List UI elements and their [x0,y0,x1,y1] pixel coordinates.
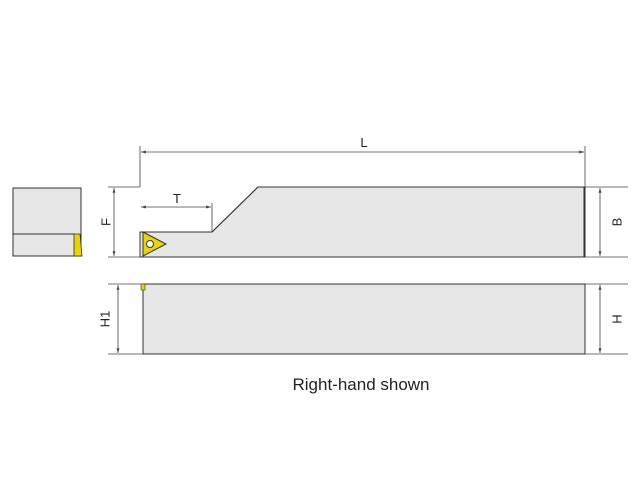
dimension-T: T [141,191,213,232]
end-view-insert [73,233,83,257]
dimension-B: B [585,186,628,258]
side-view-body [142,283,586,355]
dimension-label-L: L [360,135,367,150]
dimension-label-H: H [609,314,624,323]
end-view [12,187,83,257]
dimension-label-F: F [98,218,113,226]
dimension-H: H [585,283,628,355]
dimension-label-B: B [609,218,624,227]
dimension-H1: H1 [97,283,143,355]
end-view-body [12,187,82,257]
dimension-F: F [98,186,140,258]
top-view [139,186,586,258]
side-view [140,283,586,355]
insert-icon [142,231,168,257]
top-view-body [139,186,586,258]
insert-screw-icon [146,240,154,248]
side-view-insert [140,283,146,291]
dimension-label-T: T [173,191,181,206]
dimension-label-H1: H1 [97,311,112,328]
caption: Right-hand shown [292,375,429,394]
dimension-L: L [139,135,586,187]
